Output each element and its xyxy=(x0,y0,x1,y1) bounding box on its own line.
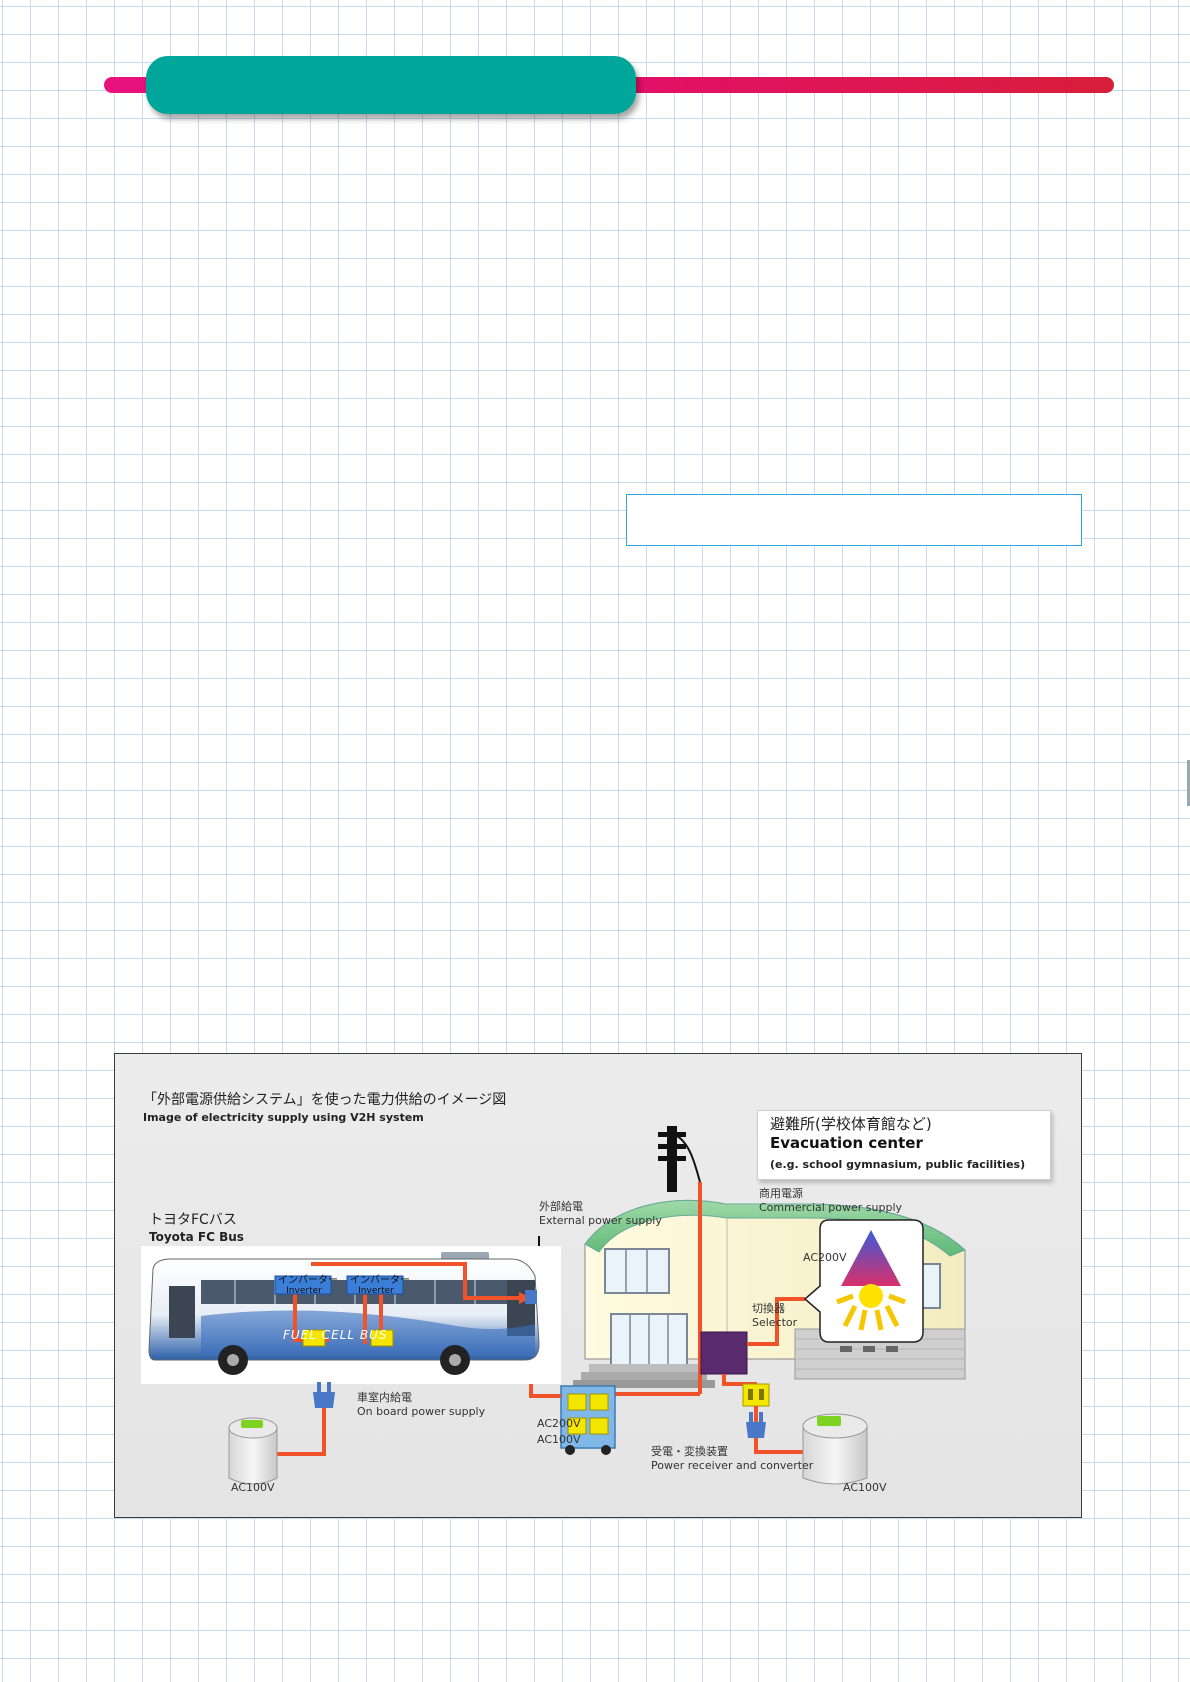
power-converter-icon xyxy=(560,1385,616,1455)
lamp-bubble xyxy=(803,1219,924,1343)
onboard-supply-en: On board power supply xyxy=(357,1405,486,1418)
onboard-outlet-2 xyxy=(370,1329,394,1347)
commercial-supply-en: Commercial power supply xyxy=(759,1201,903,1214)
diagram-title-en: Image of electricity supply using V2H sy… xyxy=(143,1111,424,1124)
header-title-pill xyxy=(146,56,636,114)
converter-jp: 受電・変換装置 xyxy=(651,1445,728,1458)
rice-cooker-right-icon xyxy=(802,1413,868,1485)
bus-logo-text: FUEL CELL BUS xyxy=(283,1328,388,1342)
right-plug-icon xyxy=(746,1412,766,1438)
building-ac200v-label: AC200V xyxy=(803,1251,847,1264)
fc-bus-icon xyxy=(148,1252,540,1375)
page-edge-mark xyxy=(1187,760,1190,806)
utility-pole-icon xyxy=(658,1126,701,1192)
external-supply-jp: 外部給電 xyxy=(539,1200,583,1213)
bus-label-jp: トヨタFCバス xyxy=(149,1212,237,1228)
v2h-diagram: 「外部電源供給システム」を使った電力供給のイメージ図 Image of elec… xyxy=(114,1053,1082,1518)
diagram-title-jp: 「外部電源供給システム」を使った電力供給のイメージ図 xyxy=(143,1092,507,1108)
inverter-left-icon xyxy=(274,1275,332,1295)
inverter-left-label-en: Inverter xyxy=(286,1286,322,1296)
rice-cooker-left-icon xyxy=(228,1417,278,1485)
selector-box xyxy=(700,1331,748,1375)
commercial-supply-jp: 商用電源 xyxy=(759,1187,803,1200)
onboard-supply-jp: 車室内給電 xyxy=(357,1391,412,1404)
ac200v-label: AC200V xyxy=(537,1417,581,1430)
evac-label-en: Evacuation center xyxy=(770,1134,923,1152)
ac100v-right-label: AC100V xyxy=(843,1481,887,1494)
evac-label-jp: 避難所(学校体育館など) xyxy=(770,1115,932,1133)
caption-box xyxy=(626,494,1082,546)
inverter-right-label-en: Inverter xyxy=(358,1286,394,1296)
evac-example: (e.g. school gymnasium, public facilitie… xyxy=(770,1158,1026,1171)
evacuation-center-label: 避難所(学校体育館など) Evacuation center (e.g. sch… xyxy=(757,1110,1051,1180)
external-supply-en: External power supply xyxy=(539,1214,662,1227)
converter-en: Power receiver and converter xyxy=(651,1459,814,1472)
onboard-outlet-1 xyxy=(302,1329,326,1347)
inverter-right-label-jp: インバーター xyxy=(350,1275,410,1286)
ac100v-label: AC100V xyxy=(537,1433,581,1446)
diagram-artwork xyxy=(141,1126,966,1485)
selector-en: Selector xyxy=(752,1316,798,1329)
left-plug-icon xyxy=(313,1382,335,1408)
inverter-right-icon xyxy=(346,1275,404,1295)
bus-label-en: Toyota FC Bus xyxy=(149,1230,244,1244)
inverter-left-label-jp: インバーター xyxy=(278,1275,338,1286)
wall-outlet xyxy=(742,1383,770,1407)
selector-jp: 切換器 xyxy=(752,1302,785,1315)
external-connector xyxy=(525,1290,537,1304)
lamp-cable xyxy=(747,1297,805,1346)
ac100v-left-label: AC100V xyxy=(231,1481,275,1494)
